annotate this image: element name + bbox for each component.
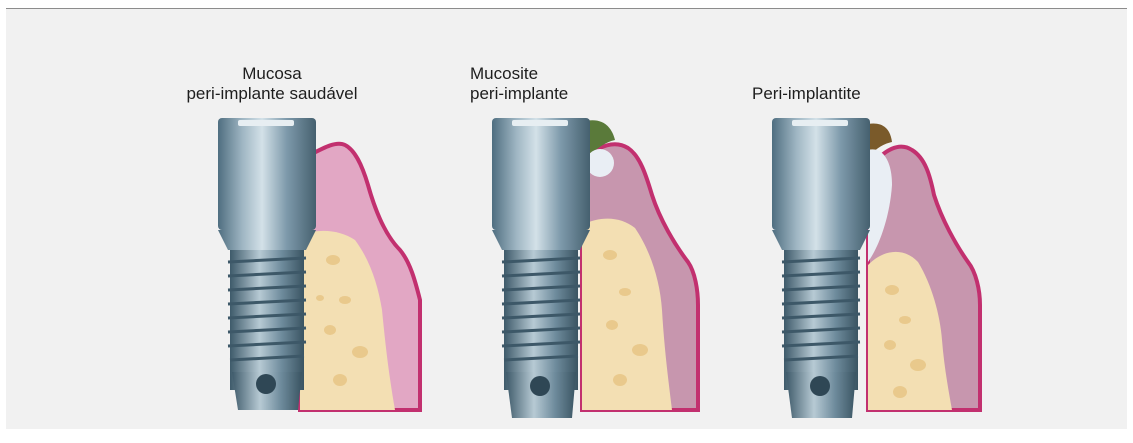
panel-periimplantitis (772, 118, 980, 418)
caption-healthy: Mucosa peri-implante saudável (167, 64, 377, 104)
caption-periimplantitis: Peri-implantite (752, 84, 872, 104)
implant-abutment (772, 118, 870, 230)
panel-healthy (218, 118, 420, 410)
caption-line: Mucosite (470, 64, 630, 84)
caption-line: peri-implante saudável (167, 84, 377, 104)
panel-mucositis (492, 118, 698, 418)
implant-abutment (218, 118, 316, 230)
inflammation-pocket (586, 149, 614, 177)
caption-mucositis: Mucosite peri-implante (470, 64, 630, 104)
implant-threads (502, 250, 580, 390)
implant-threads (228, 250, 306, 390)
caption-line: Mucosa (167, 64, 377, 84)
implant-threads (782, 250, 860, 390)
caption-line: Peri-implantite (752, 84, 872, 104)
implant-abutment (492, 118, 590, 230)
caption-line: peri-implante (470, 84, 630, 104)
